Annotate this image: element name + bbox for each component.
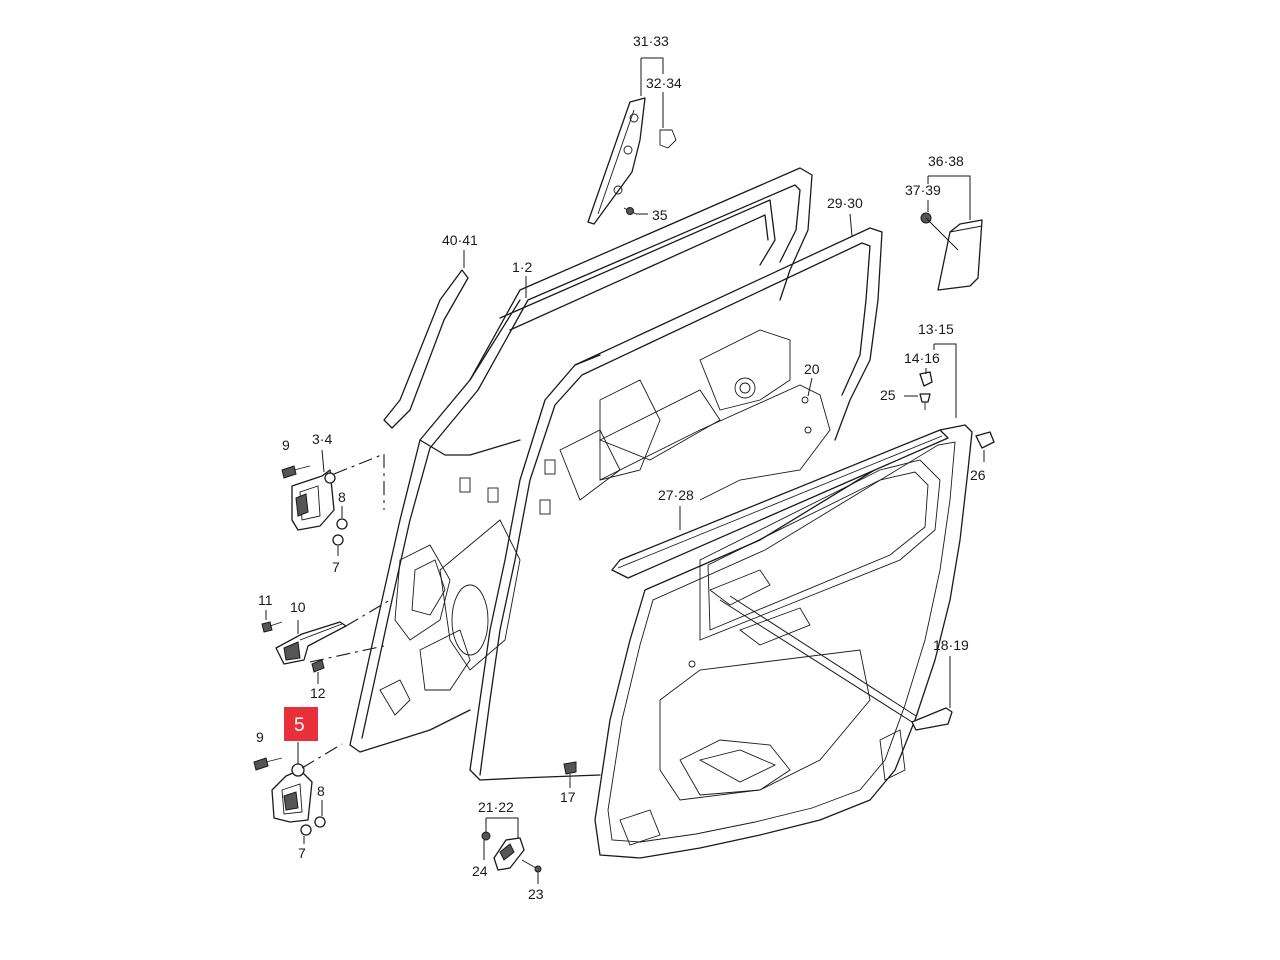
- label-37-39: 37·39: [905, 182, 941, 198]
- label-40-41: 40·41: [442, 232, 478, 248]
- bracket-part-21-22: [493, 837, 525, 871]
- label-23: 23: [528, 886, 544, 902]
- label-3-4: 3·4: [312, 431, 332, 447]
- label-7-lower: 7: [298, 845, 306, 861]
- label-leader-lines: [265, 57, 985, 884]
- label-17: 17: [560, 789, 576, 805]
- upper-hinge-part-3-4: [291, 453, 385, 531]
- label-9-upper: 9: [282, 437, 290, 453]
- bolt-part-9-lower: [253, 757, 283, 771]
- garnish-part-31-33: [587, 97, 677, 225]
- label-5: 5: [294, 715, 305, 736]
- label-1-2: 1·2: [512, 259, 532, 275]
- label-32-34: 32·34: [646, 75, 682, 91]
- label-9-lower: 9: [256, 729, 264, 745]
- door-frame-part-1-2: [349, 167, 813, 753]
- label-25: 25: [880, 387, 896, 403]
- highlight-part-5: 5: [284, 707, 318, 741]
- label-29-30: 29·30: [827, 195, 863, 211]
- bolt-part-11: [261, 621, 283, 633]
- lower-hinge-part-5: [271, 743, 343, 823]
- bolt-part-9-upper: [281, 465, 311, 479]
- washer-part-7-lower: [300, 824, 312, 836]
- nut-part-8-upper: [336, 518, 348, 530]
- belt-molding-part-27-28: [611, 429, 949, 579]
- label-12: 12: [310, 685, 326, 701]
- screw-part-24: [481, 831, 491, 841]
- label-35: 35: [652, 207, 668, 223]
- bolt-part-12: [311, 659, 325, 673]
- garnish-part-36-38: [920, 212, 983, 291]
- label-14-16: 14·16: [904, 350, 940, 366]
- nut-part-8-lower: [314, 816, 326, 828]
- cap-part-26: [975, 431, 995, 449]
- label-10: 10: [290, 599, 306, 615]
- clip-part-14-16: [919, 371, 933, 387]
- label-8-lower: 8: [317, 783, 325, 799]
- label-13-15: 13·15: [918, 321, 954, 337]
- label-27-28: 27·28: [658, 487, 694, 503]
- label-31-33: 31·33: [633, 33, 669, 49]
- weatherstrip-part-29-30: [469, 227, 883, 781]
- inner-panel-part-20: [599, 384, 831, 501]
- sash-molding-part-40-41: [383, 269, 469, 429]
- label-18-19: 18·19: [933, 637, 969, 653]
- screw-part-23: [521, 859, 542, 873]
- label-21-22: 21·22: [478, 799, 514, 815]
- label-20: 20: [804, 361, 820, 377]
- highlight-badge: [284, 707, 318, 741]
- screw-part-25: [919, 393, 931, 410]
- label-8-upper: 8: [338, 489, 346, 505]
- label-26: 26: [970, 467, 986, 483]
- screw-part-35: [623, 207, 637, 215]
- washer-part-7-upper: [332, 534, 344, 546]
- part-labels: 31·33 32·34 35 36·38 37·39 29·30 40·41 1…: [256, 33, 986, 902]
- switch-cover-part-18-19: [719, 595, 953, 731]
- clip-part-17: [563, 761, 577, 782]
- label-7-upper: 7: [332, 559, 340, 575]
- door-trim-panel: [594, 424, 973, 859]
- label-36-38: 36·38: [928, 153, 964, 169]
- label-11: 11: [258, 592, 273, 608]
- label-24: 24: [472, 863, 488, 879]
